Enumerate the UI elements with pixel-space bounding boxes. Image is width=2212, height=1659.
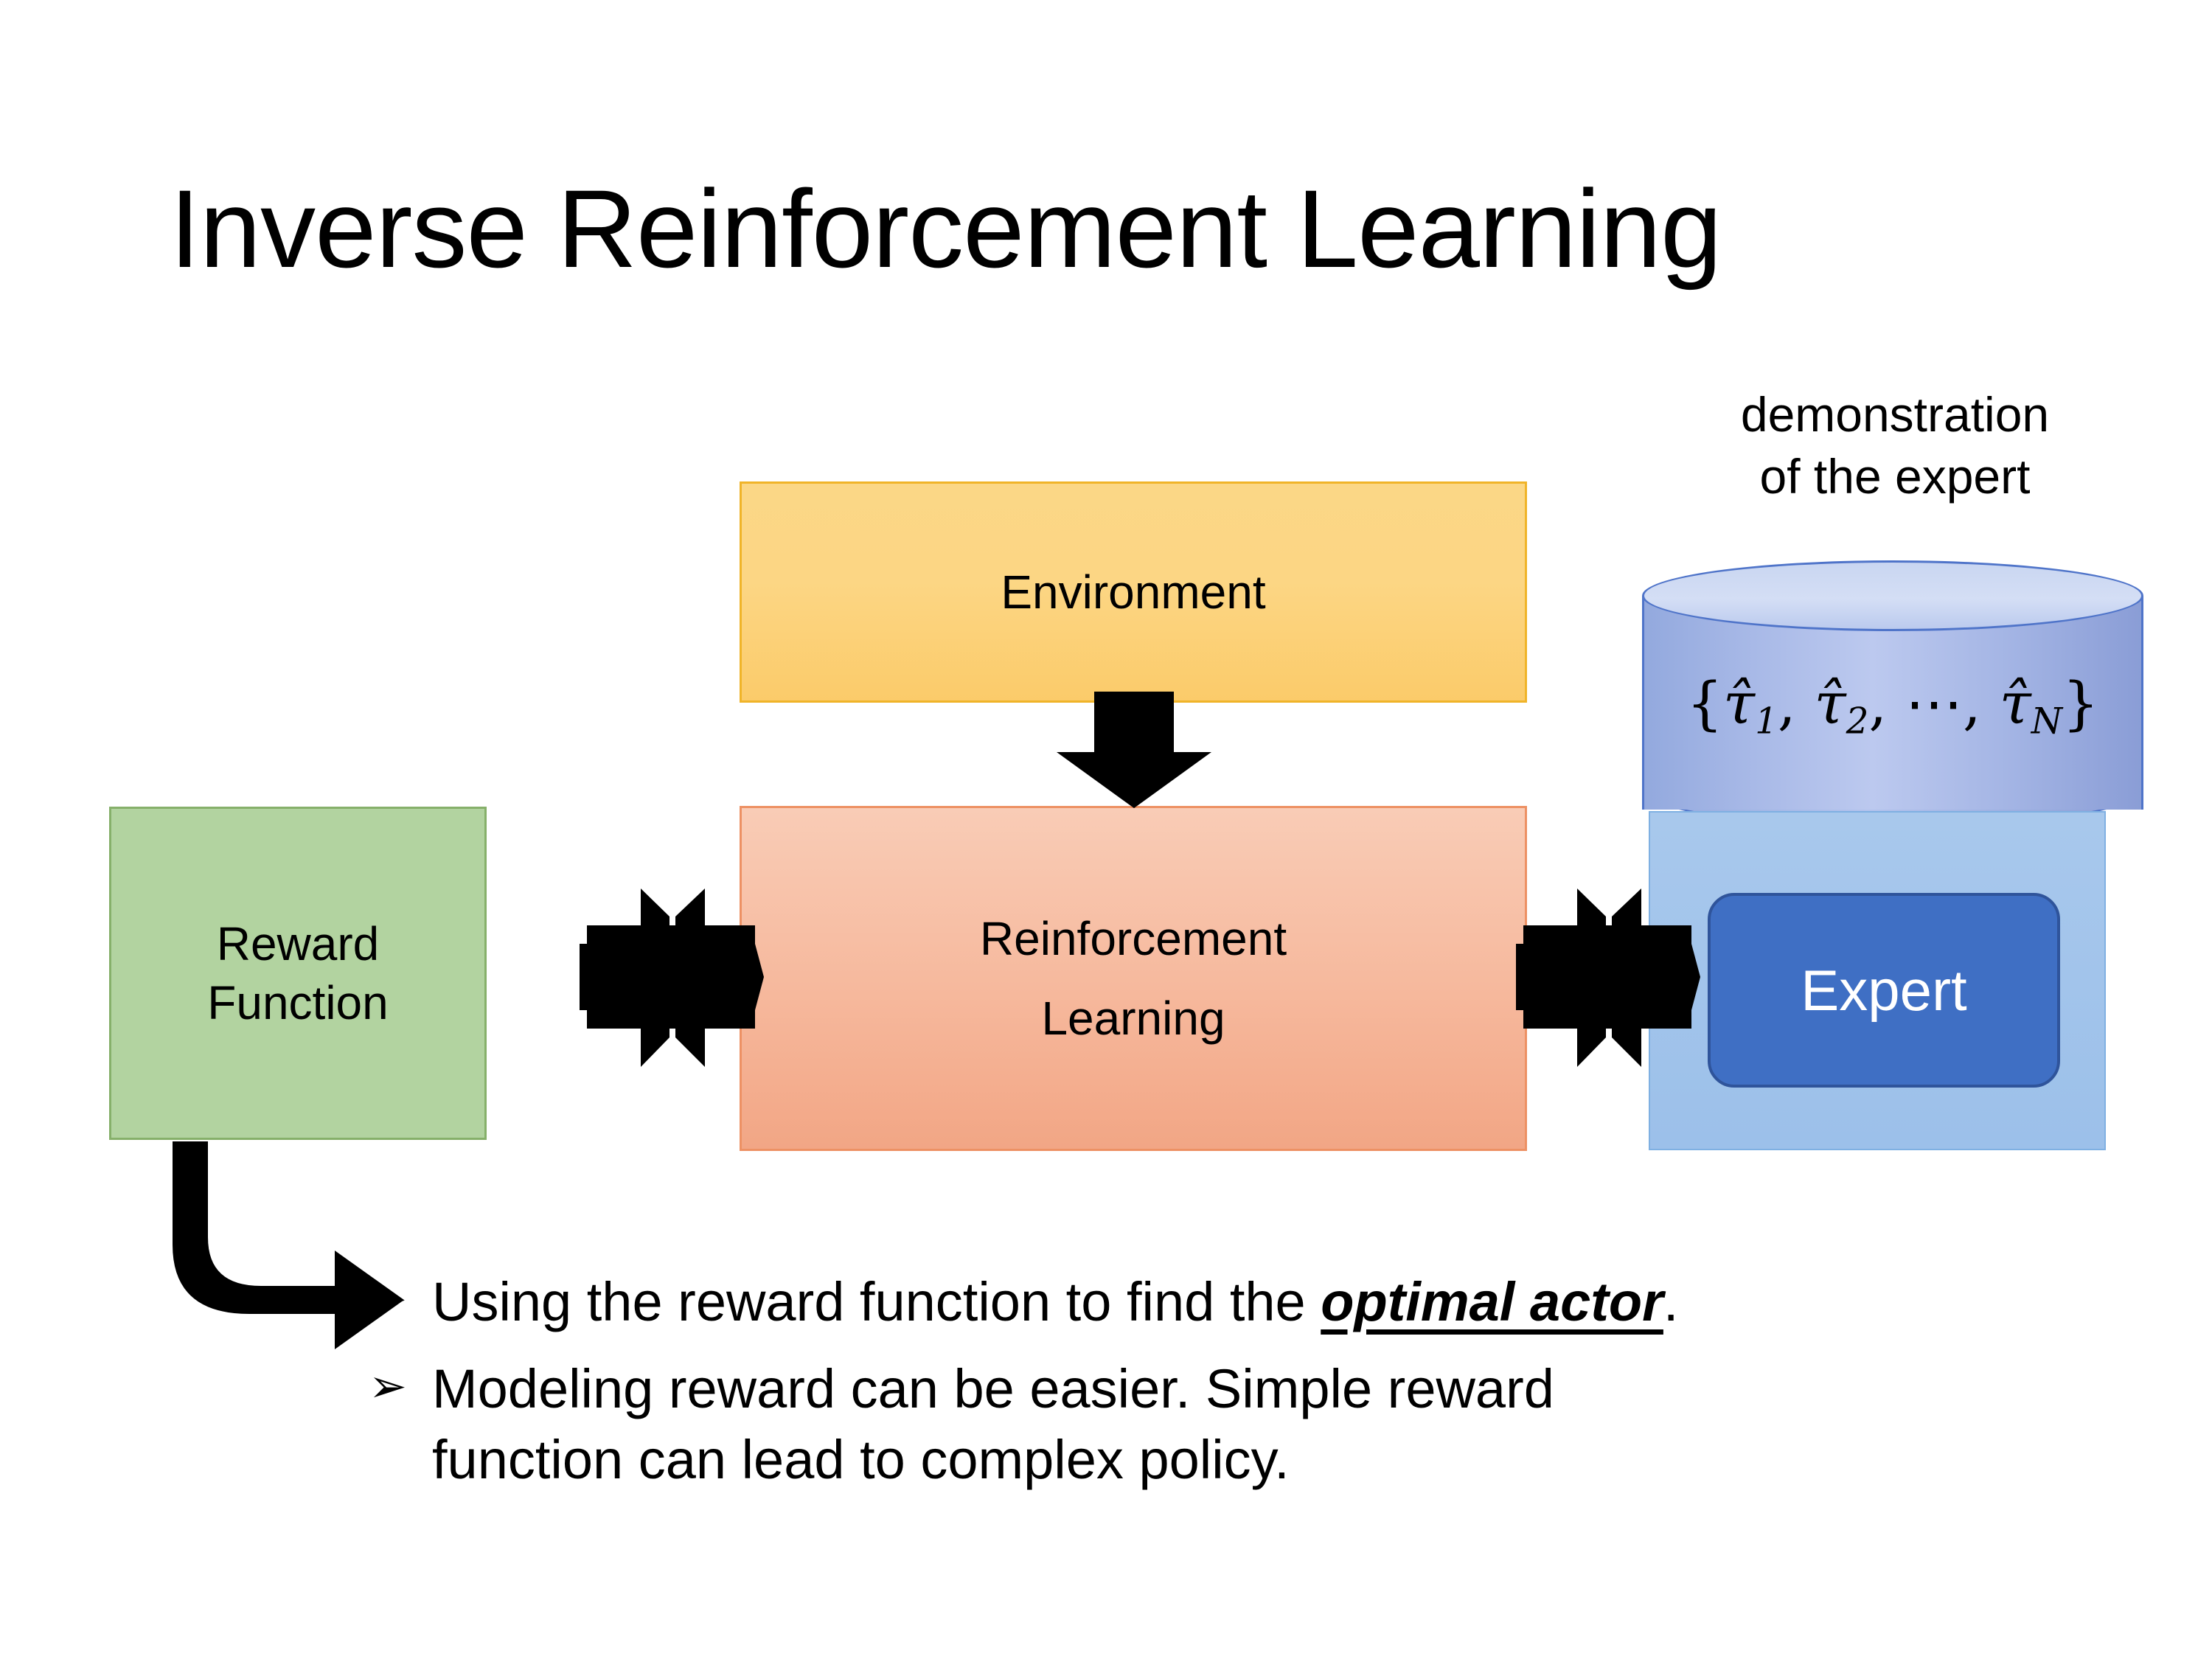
down-arrow-icon [1057, 692, 1211, 808]
formula-comma-3: , [1962, 671, 2000, 737]
label-line-spacer [980, 968, 1287, 989]
formula-close-brace: } [2062, 671, 2099, 737]
environment-box[interactable]: Environment [740, 481, 1527, 703]
trajectory-set-formula: {τ̂1, τ̂2, ⋯, τ̂N} [1642, 671, 2143, 742]
formula-comma-2: , [1868, 671, 1905, 737]
formula-ellipsis: ⋯ [1905, 671, 1963, 737]
formula-subscript-n: N [2031, 700, 2063, 742]
expert-box-label: Expert [1801, 957, 1967, 1023]
formula-tau-1: τ̂ [1722, 671, 1756, 737]
list-item: ➢ Using the reward function to find the … [369, 1267, 2101, 1338]
bullet-1-text-after: . [1663, 1271, 1679, 1332]
list-item: ➢ Modeling reward can be easier. Simple … [369, 1354, 2101, 1495]
cylinder-body [1642, 596, 2143, 810]
expert-box[interactable]: Expert [1708, 893, 2060, 1088]
bullet-arrow-icon: ➢ [369, 1361, 407, 1413]
reinforcement-learning-box[interactable]: Reinforcement Learning [740, 806, 1527, 1151]
reinforcement-learning-box-label-line2: Learning [1041, 992, 1225, 1045]
demonstration-caption-line2: of the expert [1759, 449, 2031, 504]
environment-box-label: Environment [1001, 566, 1266, 619]
formula-comma-1: , [1777, 671, 1815, 737]
formula-subscript-1: 1 [1755, 700, 1778, 742]
bullet-2-line2: function can lead to complex policy. [432, 1429, 1290, 1491]
quad-arrow-icon [580, 888, 764, 1067]
bullet-1-text-before: Using the reward function to find the [432, 1271, 1321, 1332]
formula-subscript-2: 2 [1846, 700, 1869, 742]
bullet-1-emphasis: optimal actor [1321, 1271, 1663, 1332]
formula-tau-n: τ̂ [1999, 671, 2031, 737]
reward-function-box[interactable]: Reward Function [109, 807, 487, 1140]
page-title: Inverse Reinforcement Learning [170, 167, 1722, 291]
reward-function-box-label-line1: Reward [216, 917, 380, 970]
cylinder-top-ellipse [1642, 560, 2143, 631]
bullet-list: ➢ Using the reward function to find the … [369, 1267, 2101, 1512]
bullet-arrow-icon: ➢ [369, 1274, 407, 1325]
bullet-text-1: Using the reward function to find the op… [432, 1267, 2101, 1338]
bullet-text-2: Modeling reward can be easier. Simple re… [432, 1354, 2101, 1495]
bullet-2-line1: Modeling reward can be easier. Simple re… [432, 1358, 1554, 1420]
formula-open-brace: { [1686, 671, 1723, 737]
demonstration-caption: demonstration of the expert [1622, 383, 2168, 508]
reinforcement-learning-box-label-line1: Reinforcement [979, 912, 1287, 965]
bent-arrow-icon [173, 1141, 404, 1349]
reward-function-box-label-line2: Function [207, 976, 389, 1029]
quad-arrow-icon [1516, 888, 1700, 1067]
formula-tau-2: τ̂ [1814, 671, 1846, 737]
demonstration-cylinder: {τ̂1, τ̂2, ⋯, τ̂N} [1642, 560, 2143, 841]
demonstration-caption-line1: demonstration [1740, 387, 2050, 442]
